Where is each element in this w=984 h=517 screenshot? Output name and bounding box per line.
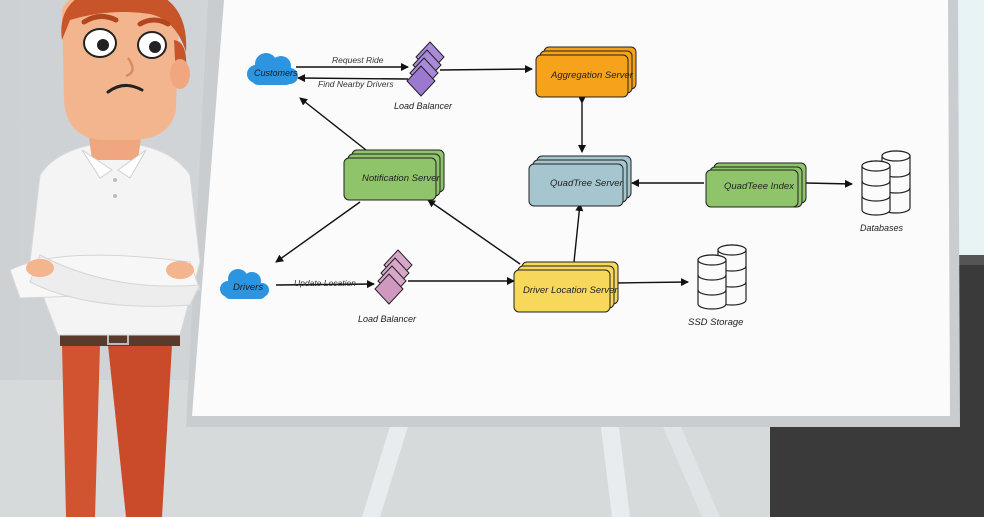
update-location-label: Update Location [294,278,356,288]
quadtree-index-label: QuadTeee Index [724,181,794,192]
edge-driverlocation-notification [427,199,521,265]
quadtree-index-stack[interactable] [705,162,807,208]
edge-notification-customers [299,97,367,151]
load-balancer-bottom-label: Load Balancer [358,314,417,324]
edge-driverlocation-ssd [615,278,689,287]
driver-location-server-label: Driver Location Server [523,285,618,296]
edge-driverlocation-quadtree [573,203,584,263]
drivers-cloud-icon[interactable] [220,269,269,299]
driver-location-server-stack[interactable] [513,261,619,313]
presenter-character [9,0,201,517]
aggregation-server-label: Aggregation Server [551,70,633,81]
load-balancer-bottom-icon[interactable] [374,249,413,305]
edge-index-databases [805,179,853,188]
easel-legs [362,420,720,517]
drivers-label: Drivers [233,282,264,293]
notification-server-stack[interactable] [343,149,445,201]
aggregation-server-stack[interactable] [535,46,637,98]
notification-server-label: Notification Server [362,173,440,184]
edge-drivers-lb-update [275,280,375,289]
ssd-storage-label: SSD Storage [688,317,744,328]
edge-lb-customers-find [297,74,409,83]
request-ride-label: Request Ride [332,55,384,65]
edges [275,63,853,289]
databases-icon [861,150,911,216]
edge-lb-aggregation [439,65,533,74]
whiteboard [186,0,960,427]
load-balancer-top-icon[interactable] [406,41,445,97]
quadtree-server-label: QuadTree Server [550,178,623,189]
edge-notification-drivers [275,201,361,263]
load-balancer-top-label: Load Balancer [394,101,453,111]
ssd-storage-icon [697,244,747,310]
databases-label: Databases [860,223,904,233]
quadtree-server-stack[interactable] [528,155,632,207]
customers-cloud-icon[interactable] [247,53,298,85]
customers-label: Customers [254,68,298,78]
find-nearby-drivers-label: Find Nearby Drivers [318,79,394,89]
